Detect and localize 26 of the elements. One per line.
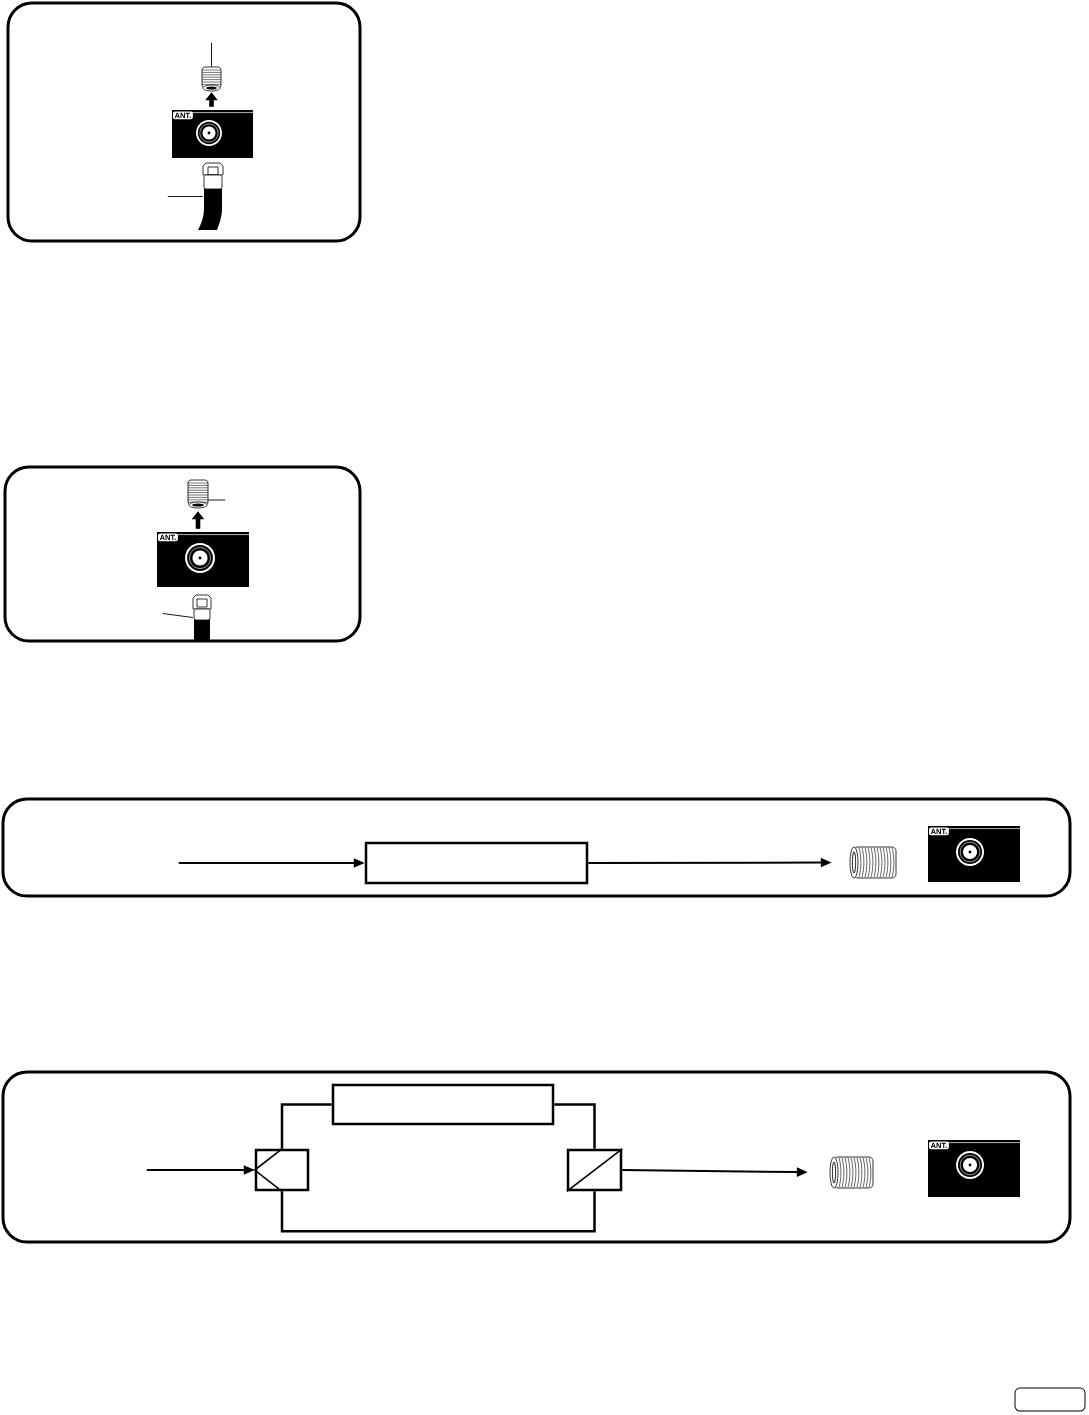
antenna-jack-panel [928,826,1021,882]
leader-line [207,499,226,501]
splitter-box [253,1147,310,1193]
threaded-connector [829,1156,874,1189]
leader-line [167,196,204,197]
combiner-box [565,1147,624,1193]
rounded-frame [3,465,362,643]
leader-line [211,42,212,68]
empty-box [364,841,589,885]
rounded-frame [6,1,362,243]
threaded-connector [187,479,209,509]
empty-box [331,1083,555,1126]
connector-line [280,1103,332,1149]
antenna-jack-panel [172,110,254,158]
coaxial-cable [192,594,212,640]
threaded-connector [201,66,222,92]
coaxial-cable [198,162,224,230]
connector-line [280,1191,596,1233]
rounded-frame [1,797,1072,898]
antenna-jack-panel [157,532,250,587]
antenna-jack-panel [928,1140,1021,1197]
rounded-frame [1,1070,1072,1244]
threaded-connector [849,846,897,879]
page-number-box [1014,1387,1086,1412]
connector-line [554,1103,596,1149]
leader-line [162,613,194,618]
